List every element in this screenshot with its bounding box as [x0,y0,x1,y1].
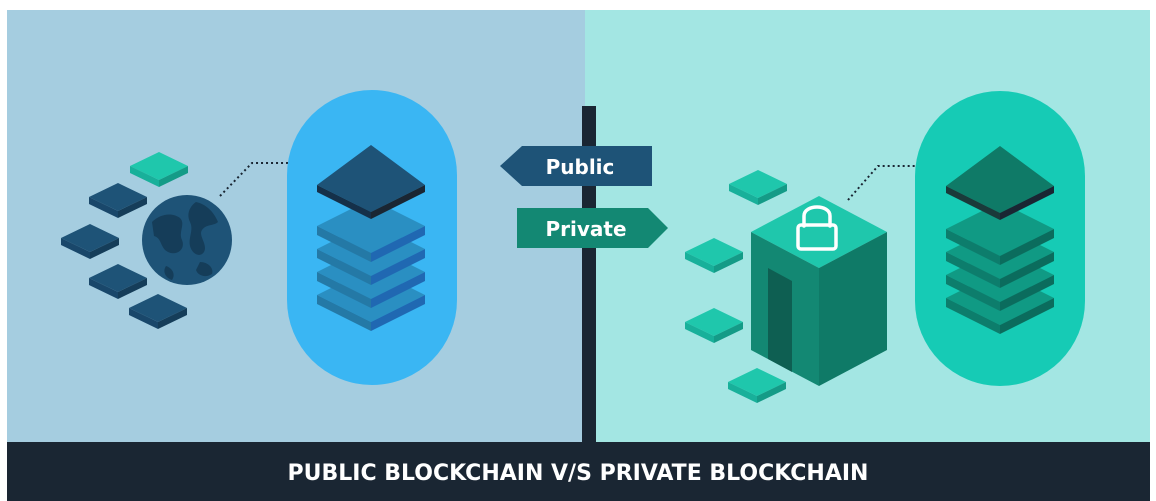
private-node [757,382,786,403]
server-door [768,268,792,372]
public-node [118,278,147,299]
private-sign: Private [517,208,668,248]
caption-bar: PUBLIC BLOCKCHAIN V/S PRIVATE BLOCKCHAIN [7,442,1150,501]
private-node [685,252,714,273]
public-sign: Public [500,146,652,186]
private-node [714,322,743,343]
caption-title: PUBLIC BLOCKCHAIN V/S PRIVATE BLOCKCHAIN [288,461,869,486]
public-node [118,197,147,218]
public-node [129,308,158,329]
globe-icon [142,195,232,285]
public-node [90,238,119,259]
public-network-nodes [61,152,188,329]
public-node [89,197,118,218]
public-node [130,166,159,187]
public-node [89,278,118,299]
public-ledger-stack [317,145,425,331]
public-sign-label: Public [546,155,615,179]
divider-pole [582,106,596,442]
private-node [685,322,714,343]
public-top-block [317,145,425,212]
public-node [61,238,90,259]
private-node [714,252,743,273]
private-network-nodes [685,170,787,403]
private-sign-label: Private [545,217,626,241]
public-node [158,308,187,329]
private-node [758,184,787,205]
private-node [729,184,758,205]
lock-icon [796,205,838,251]
private-top-block [946,146,1054,213]
public-node [159,166,188,187]
private-ledger-stack [946,146,1054,334]
private-server-cube [751,196,887,386]
private-node [728,382,757,403]
